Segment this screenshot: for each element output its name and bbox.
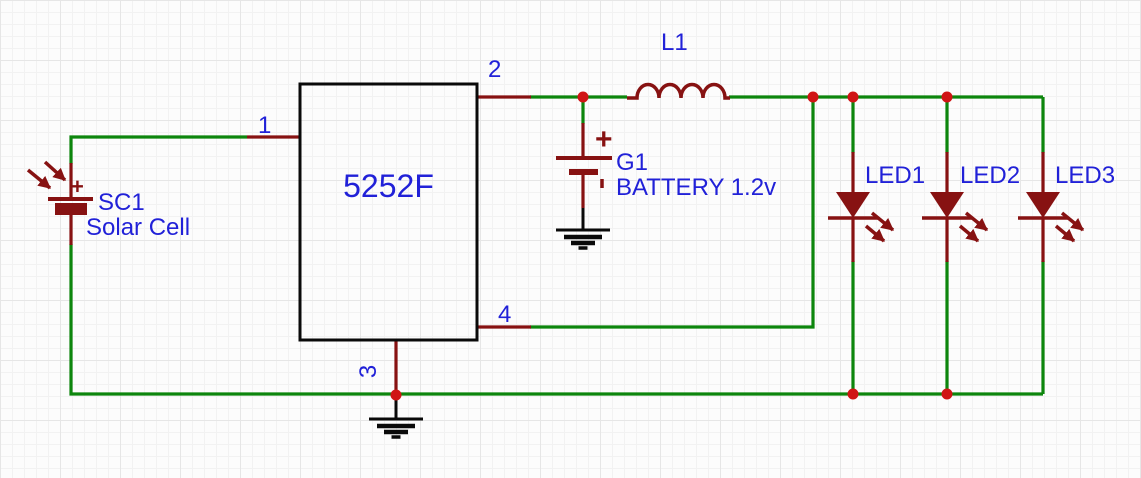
- wire-pin4-riser[interactable]: [530, 97, 815, 329]
- battery-plus-mark: +: [595, 123, 613, 156]
- ic-pin1-number: 1: [258, 112, 272, 139]
- battery-symbol[interactable]: [556, 123, 612, 231]
- wire-bottom-rail[interactable]: [69, 244, 1043, 396]
- inductor-designator: L1: [661, 29, 688, 56]
- ic-body[interactable]: [298, 82, 479, 342]
- junction-dot: [390, 389, 402, 401]
- battery-ground-icon[interactable]: [556, 230, 610, 248]
- junction-dot: [941, 91, 953, 103]
- ic-pin3-number: 3: [355, 364, 383, 379]
- junction-dot: [577, 91, 589, 103]
- solar-cell-value: Solar Cell: [86, 214, 191, 241]
- solar-cell-symbol[interactable]: [26, 160, 93, 245]
- inductor-symbol[interactable]: [627, 82, 730, 100]
- solar-light-arrows-icon: [26, 160, 67, 190]
- battery-positive-plate: [556, 156, 612, 160]
- ic-pin4-number: 4: [498, 301, 512, 328]
- pin3-ground-icon[interactable]: [369, 419, 423, 437]
- led1-designator: LED1: [865, 162, 926, 189]
- junction-dots: [390, 91, 953, 401]
- junction-dot: [847, 388, 859, 400]
- junction-dot: [847, 91, 859, 103]
- ic-part-number: 5252F: [343, 168, 434, 204]
- solar-cell-plus-mark: +: [71, 174, 84, 199]
- junction-dot: [941, 388, 953, 400]
- led3-designator: LED3: [1055, 162, 1116, 189]
- wires: [69, 95, 1045, 396]
- led2-designator: LED2: [960, 162, 1021, 189]
- battery-negative-plate: [569, 169, 598, 175]
- solar-cell-designator: SC1: [98, 189, 145, 216]
- battery-value: BATTERY 1.2v: [616, 174, 777, 201]
- wire-solar-to-pin1[interactable]: [69, 135, 247, 164]
- solar-top-plate: [48, 197, 93, 201]
- solar-bottom-plate: [55, 203, 87, 215]
- ic-pins: [247, 95, 531, 395]
- junction-dot: [807, 91, 819, 103]
- battery-designator: G1: [616, 149, 649, 176]
- ic-pin2-number: 2: [488, 56, 502, 83]
